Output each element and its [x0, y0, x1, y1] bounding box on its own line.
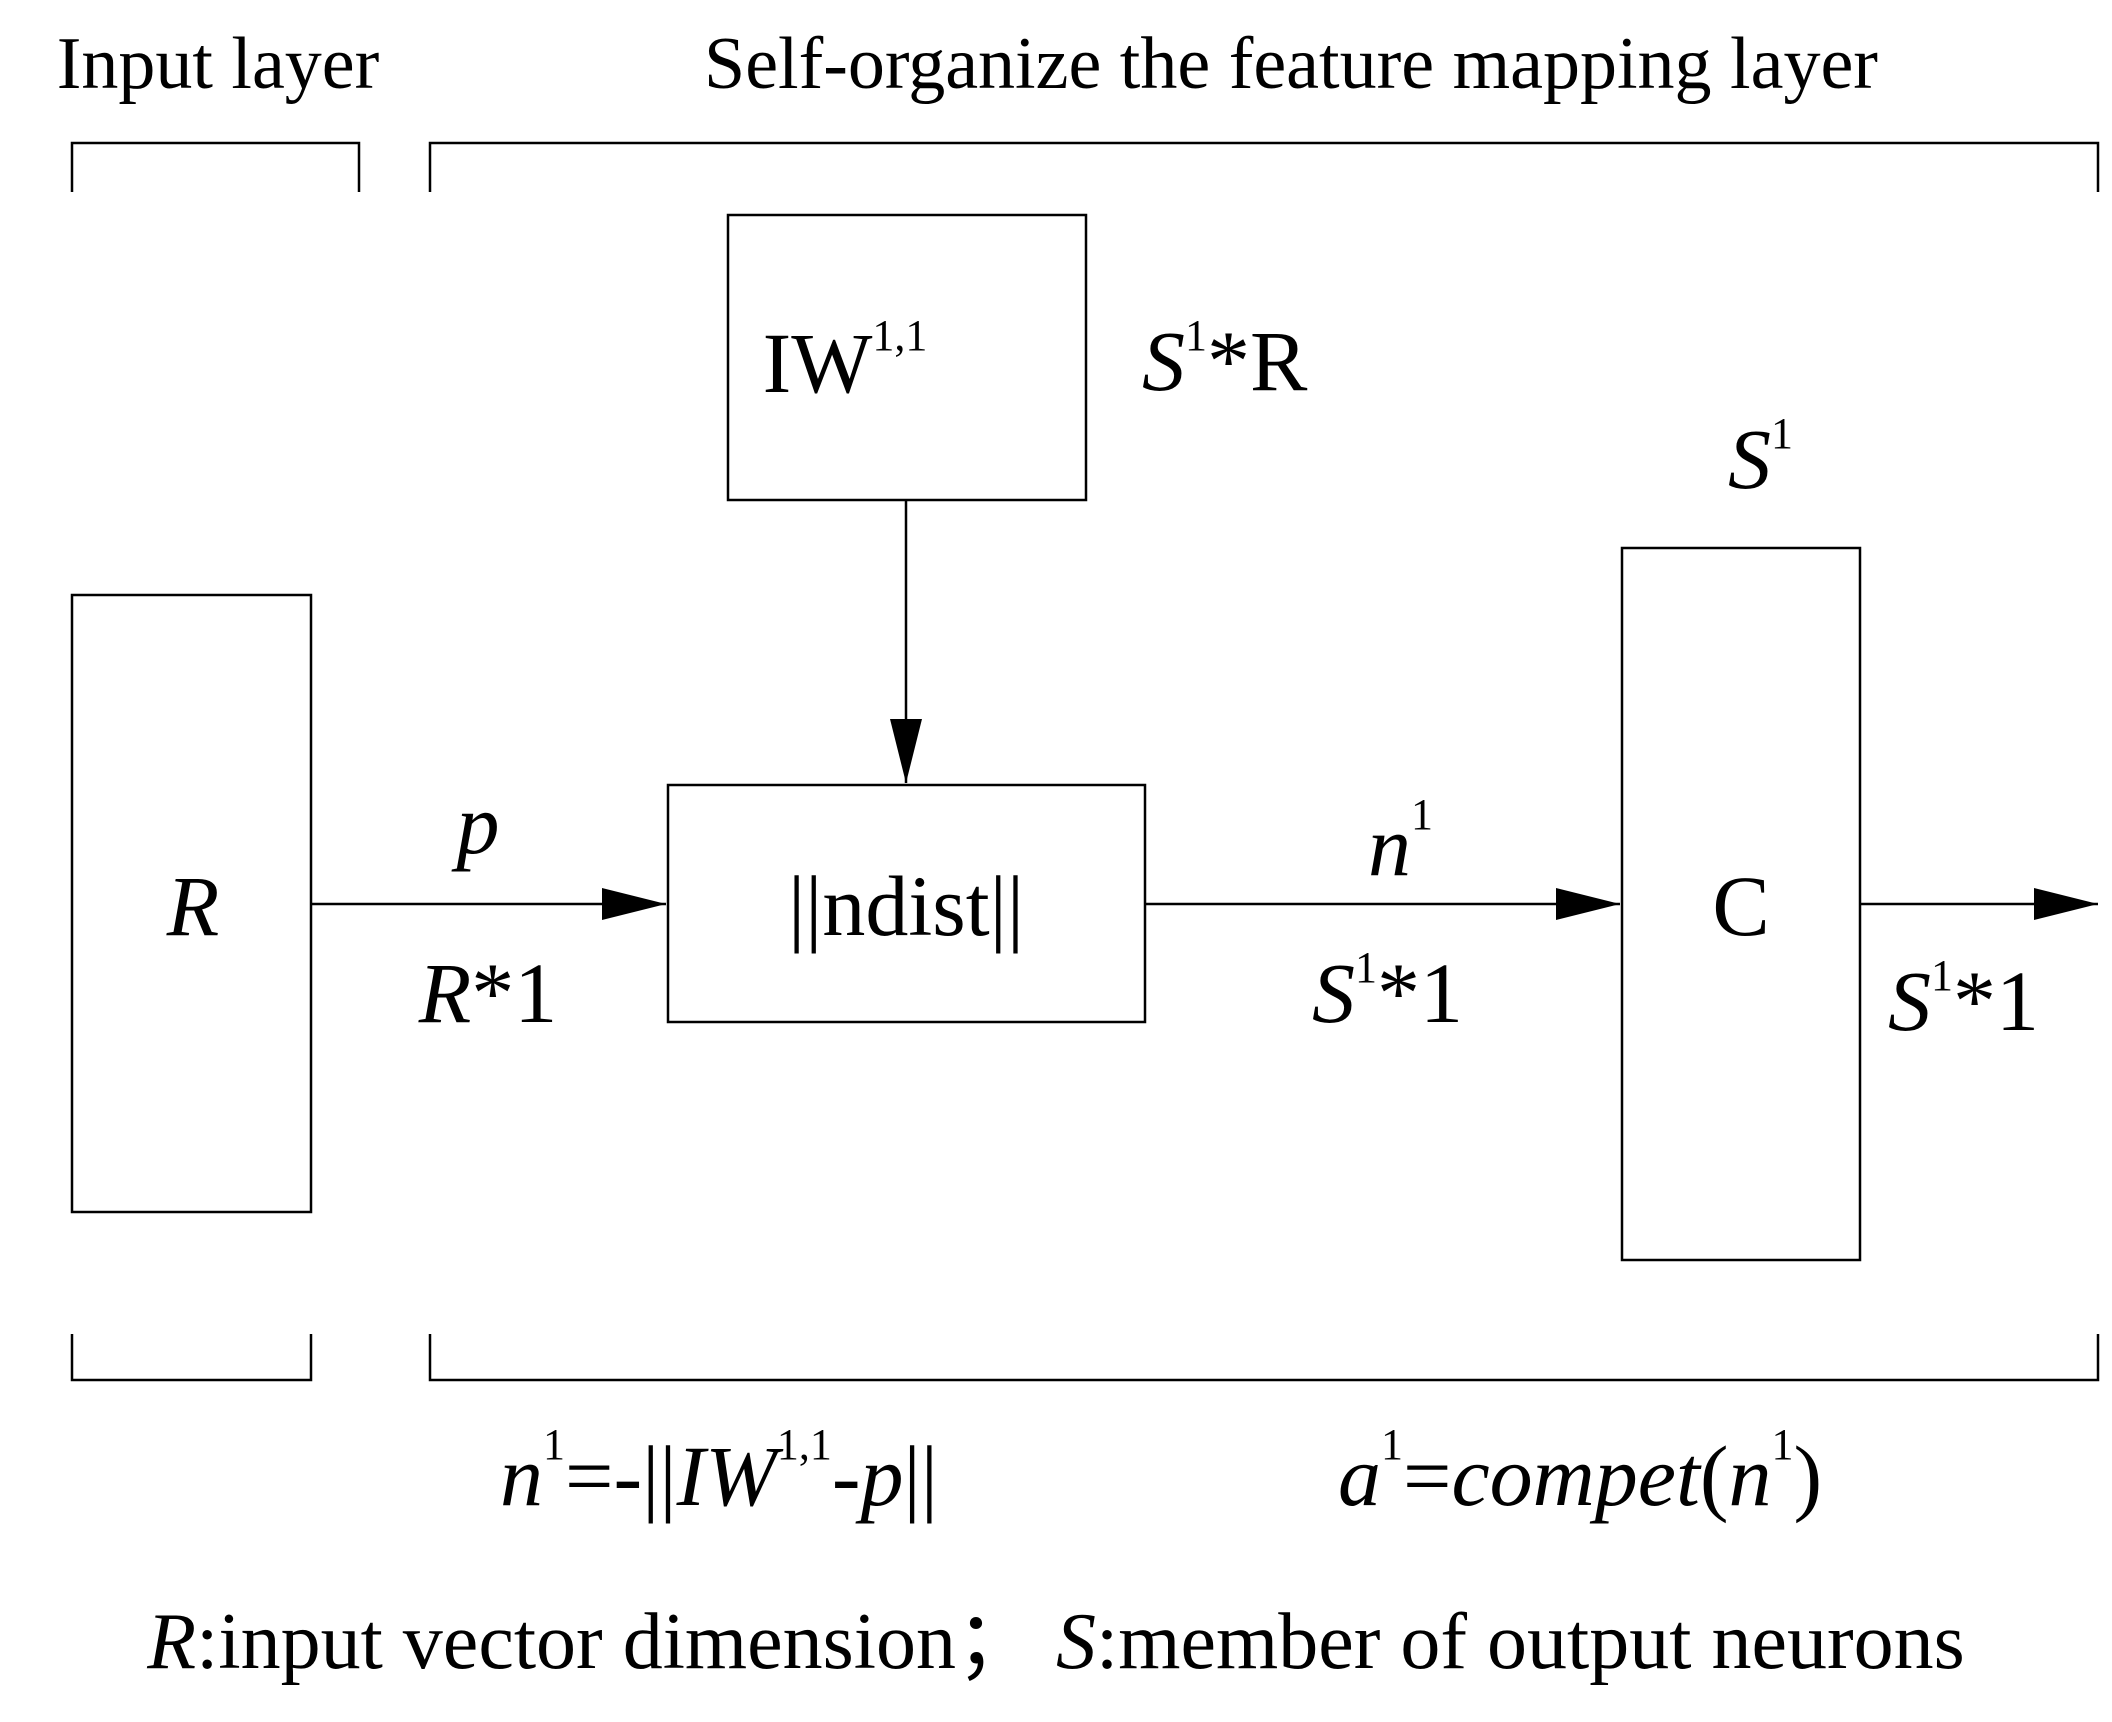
compet-dim-sup: 1	[1771, 409, 1793, 458]
compet-block-label: C	[1712, 858, 1769, 954]
eq1-minus: -	[832, 1428, 861, 1524]
weights-label-base: IW	[763, 315, 873, 411]
weights-dim-base: S	[1142, 313, 1185, 409]
n1-dim-base: S	[1312, 945, 1355, 1041]
input-block-label: R	[166, 858, 220, 954]
ndist-equation: n1=-||IW1,1-p||	[500, 1420, 938, 1524]
compet-equation: a1=compet(n1)	[1338, 1420, 1822, 1524]
input-layer-top-bracket	[70, 141, 361, 192]
p-dim-tail: *1	[471, 945, 557, 1041]
eq2-close: )	[1794, 1428, 1823, 1524]
eq1-iw-sup: 1,1	[777, 1420, 832, 1469]
weights-block	[726, 213, 1088, 502]
n1-label-base: n	[1368, 798, 1411, 894]
weights-dim-sup: 1	[1185, 311, 1207, 360]
output-signal-dimension: S1*1	[1888, 951, 2039, 1049]
eq2-a: a	[1338, 1428, 1381, 1524]
n1-signal-dimension: S1*1	[1312, 943, 1463, 1041]
eq2-fn: compet	[1452, 1428, 1702, 1524]
eq1-iw: IW	[676, 1428, 785, 1524]
legend-r-symbol: R	[146, 1598, 196, 1686]
eq2-a-sup: 1	[1381, 1420, 1403, 1469]
weights-label: IW1,1	[763, 311, 928, 411]
n1-label-sup: 1	[1411, 790, 1433, 839]
eq1-n: n	[500, 1428, 543, 1524]
compet-block	[1620, 546, 1862, 1262]
legend-r-text: :input vector dimension；	[196, 1598, 1036, 1686]
p-signal-dimension: R*1	[418, 945, 558, 1041]
legend-s-symbol: S	[1056, 1598, 1096, 1686]
compet-dim-base: S	[1728, 411, 1771, 507]
ndist-label: ||ndist||	[788, 858, 1024, 954]
eq1-eq: =-||	[565, 1428, 677, 1524]
som-layer-bottom-bracket	[428, 1334, 2100, 1382]
som-layer-heading: Self-organize the feature mapping layer	[704, 23, 1878, 105]
input-layer-bottom-bracket	[70, 1334, 313, 1382]
n1-dim-tail: *1	[1377, 945, 1463, 1041]
n1-dim-sup: 1	[1355, 943, 1377, 992]
weights-dimension: S1*R	[1142, 311, 1308, 409]
input-layer-heading: Input layer	[57, 23, 380, 105]
eq2-eq: =	[1403, 1428, 1452, 1524]
eq2-open: (	[1700, 1428, 1729, 1524]
n1-signal-label: n1	[1368, 790, 1433, 894]
eq2-n: n	[1729, 1428, 1772, 1524]
som-layer-top-bracket	[428, 141, 2100, 192]
out-dim-base: S	[1888, 953, 1931, 1049]
eq1-close: ||	[904, 1428, 938, 1524]
legend-s-text: :member of output neurons	[1096, 1598, 1965, 1686]
eq1-n-sup: 1	[543, 1420, 565, 1469]
eq2-n-sup: 1	[1772, 1420, 1794, 1469]
weights-dim-tail: *R	[1207, 313, 1308, 409]
out-dim-sup: 1	[1931, 951, 1953, 1000]
eq1-p: p	[855, 1428, 904, 1524]
compet-dimension: S1	[1728, 409, 1793, 507]
p-signal-label: p	[451, 776, 500, 872]
out-dim-tail: *1	[1953, 953, 2039, 1049]
weights-label-sup: 1,1	[872, 311, 927, 360]
p-dim-base: R	[418, 945, 472, 1041]
legend: R:input vector dimension；S:member of out…	[146, 1598, 1964, 1686]
ndist-block	[666, 783, 1147, 1024]
input-block	[70, 593, 313, 1214]
